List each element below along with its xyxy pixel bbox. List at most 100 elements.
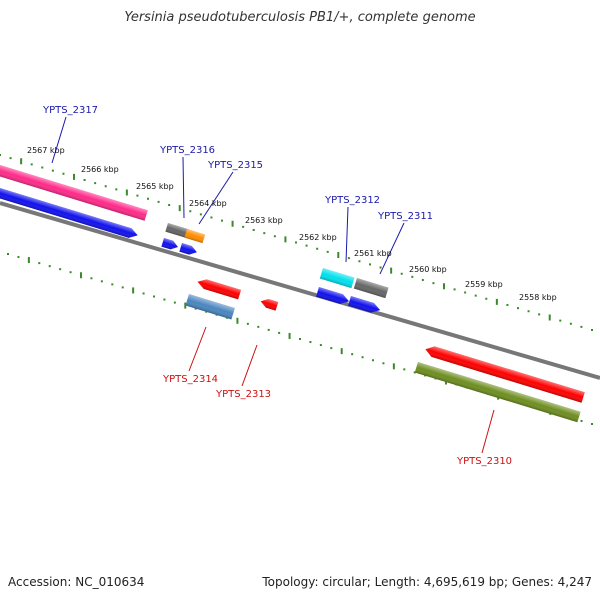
outer-tick [263, 232, 266, 235]
feature-forward-cds [161, 238, 178, 250]
outer-tick [464, 291, 467, 294]
gene-label-leader [188, 326, 207, 372]
inner-tick [299, 338, 301, 340]
outer-tick [147, 197, 149, 200]
outer-tick [189, 210, 192, 213]
inner-tick [309, 341, 312, 344]
inner-tick [591, 423, 593, 425]
outer-tick [538, 313, 541, 316]
outer-tick [20, 158, 23, 165]
inner-tick [38, 262, 41, 265]
inner-tick [392, 363, 395, 370]
feature-shade [179, 243, 197, 255]
scale-label: 2563 kbp [245, 216, 283, 225]
outer-tick [379, 266, 382, 269]
outer-tick [495, 298, 498, 305]
outer-tick [157, 200, 160, 203]
feature-reverse-gene [185, 294, 235, 320]
feature-shade [185, 294, 235, 320]
gene-label-leader [51, 116, 67, 164]
inner-tick [278, 331, 281, 334]
outer-tick [210, 216, 213, 219]
gene-label: YPTS_2311 [377, 211, 433, 222]
feature-forward-gene [319, 268, 355, 289]
outer-tick-track [0, 154, 593, 331]
feature-forward-cds [179, 243, 197, 255]
inner-tick [90, 277, 93, 280]
outer-tick [284, 236, 287, 243]
outer-tick [390, 267, 393, 274]
outer-tick [517, 307, 519, 310]
outer-tick [295, 241, 297, 244]
outer-tick [62, 172, 65, 175]
inner-tick [361, 356, 364, 359]
inner-tick [184, 302, 187, 309]
scale-label: 2565 kbp [136, 182, 174, 191]
feature-reverse-cds [425, 346, 585, 403]
scale-label: 2561 kbp [354, 249, 392, 258]
scale-label: 2558 kbp [519, 293, 557, 302]
outer-tick [73, 173, 75, 180]
genome-stats-text: Topology: circular; Length: 4,695,619 bp… [262, 575, 592, 589]
outer-tick [443, 283, 445, 290]
outer-tick [9, 157, 12, 160]
outer-tick [41, 166, 44, 169]
feature-shade [0, 162, 148, 221]
outer-tick [369, 263, 371, 266]
feature-shade [161, 238, 178, 250]
gene-label: YPTS_2315 [207, 160, 263, 171]
inner-tick [153, 295, 155, 298]
outer-tick [432, 282, 435, 285]
outer-tick [199, 213, 202, 216]
scale-label: 2564 kbp [189, 199, 227, 208]
outer-tick [485, 297, 488, 300]
inner-tick [121, 286, 124, 289]
outer-tick [51, 169, 54, 172]
outer-tick [527, 310, 530, 313]
gene-label-leader [379, 222, 405, 275]
feature-shade [316, 287, 350, 304]
outer-tick [453, 288, 456, 291]
outer-tick [252, 229, 255, 231]
feature-reverse-gene [414, 362, 581, 423]
accession-text: Accession: NC_010634 [8, 575, 145, 589]
feature-shade [353, 278, 389, 299]
label-leader-lines [51, 116, 495, 454]
inner-tick [382, 362, 385, 365]
outer-tick [548, 314, 551, 321]
feature-forward-gene [184, 229, 206, 244]
outer-tick [273, 235, 276, 238]
outer-tick [347, 257, 350, 260]
inner-tick [111, 283, 114, 286]
inner-tick [100, 280, 103, 283]
feature-shade [425, 346, 585, 403]
inner-tick [403, 368, 406, 371]
outer-tick [506, 304, 509, 306]
inner-tick [132, 287, 135, 294]
feature-shade [260, 298, 279, 311]
outer-tick [30, 163, 33, 166]
inner-tick [69, 271, 72, 274]
inner-tick [330, 347, 333, 350]
outer-tick [231, 220, 234, 227]
outer-tick [591, 329, 593, 331]
genome-backbone [0, 201, 600, 380]
gene-label-leader [182, 156, 185, 219]
inner-tick [351, 353, 354, 356]
scale-label: 2566 kbp [81, 165, 119, 174]
outer-tick [411, 275, 414, 278]
inner-tick [319, 344, 322, 347]
feature-forward-cds [0, 185, 138, 238]
gene-label: YPTS_2314 [162, 374, 218, 385]
feature-forward-gene [0, 162, 148, 221]
gene-label-leader [481, 409, 495, 454]
inner-tick [413, 371, 416, 374]
scale-label: 2567 kbp [27, 146, 65, 155]
feature-layer [0, 162, 585, 423]
feature-forward-gene [353, 278, 389, 299]
feature-shade [414, 362, 581, 423]
feature-shade [184, 229, 206, 244]
gene-label-leader [345, 206, 349, 263]
outer-tick [569, 322, 572, 325]
inner-tick [17, 256, 20, 259]
